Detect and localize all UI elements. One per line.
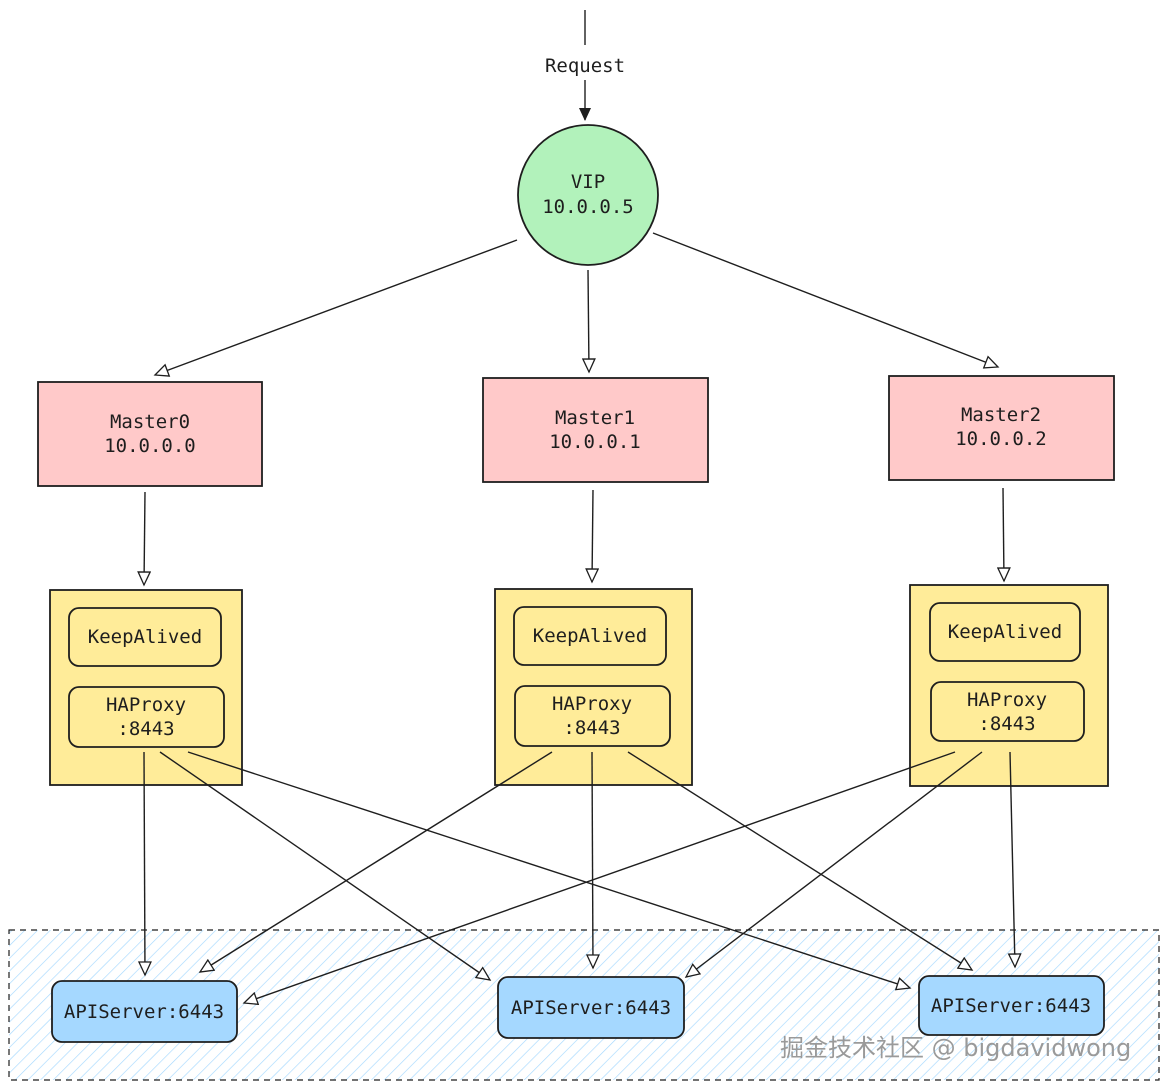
node0-keepalived: [68, 607, 222, 667]
edge-haproxy0-api1: [159, 751, 490, 980]
node2-box: KeepAlived HAProxy :8443: [909, 584, 1109, 787]
edge-master2-node2: [1003, 487, 1004, 581]
master1-box: Master1 10.0.0.1: [482, 377, 709, 483]
node2-keepalived: [929, 602, 1081, 662]
vip-node: VIP 10.0.0.5: [517, 124, 659, 266]
node0-haproxy-name: HAProxy: [106, 694, 186, 716]
node2-haproxy-name: HAProxy: [967, 689, 1047, 711]
watermark: 掘金技术社区 @ bigdavidwong: [780, 1034, 1132, 1062]
edge-haproxy2-api1: [686, 751, 983, 977]
request-label: Request: [545, 55, 625, 77]
edge-haproxy0-api2: [187, 751, 910, 988]
edge-vip-master2: [652, 232, 998, 367]
apiserver2-label: APIServer:6443: [931, 995, 1091, 1017]
apiserver1-label: APIServer:6443: [511, 997, 671, 1019]
edge-master1-node1: [592, 489, 593, 582]
apiserver1-box: APIServer:6443: [497, 976, 685, 1039]
master2-box: Master2 10.0.0.2: [888, 375, 1115, 481]
master0-name: Master0: [110, 411, 190, 433]
master1-address: 10.0.0.1: [549, 431, 641, 453]
node0-haproxy: [68, 686, 225, 748]
node0-box: KeepAlived HAProxy :8443: [49, 589, 243, 786]
node1-haproxy-port: :8443: [563, 717, 620, 739]
node1-keepalived-label: KeepAlived: [533, 625, 647, 647]
edge-haproxy1-api2: [627, 751, 972, 970]
apiserver2-box: APIServer:6443: [918, 975, 1105, 1036]
edge-master0-node0: [144, 491, 145, 585]
master2-address: 10.0.0.2: [955, 428, 1047, 450]
node2-keepalived-label: KeepAlived: [948, 621, 1062, 643]
vip-address: 10.0.0.5: [542, 196, 634, 218]
vip-label: VIP: [571, 171, 605, 193]
node1-haproxy: [514, 685, 671, 747]
edge-haproxy1-api0: [200, 751, 553, 972]
edge-vip-master0: [155, 239, 518, 375]
node1-haproxy-name: HAProxy: [552, 693, 632, 715]
node0-haproxy-port: :8443: [117, 718, 174, 740]
node1-keepalived: [513, 606, 667, 666]
apiserver0-label: APIServer:6443: [64, 1001, 224, 1023]
node1-box: KeepAlived HAProxy :8443: [494, 588, 693, 786]
edge-haproxy1-api1: [592, 751, 593, 968]
edge-haproxy2-api0: [244, 751, 956, 1003]
master0-box: Master0 10.0.0.0: [37, 381, 263, 487]
edge-haproxy0-api0: [144, 751, 145, 975]
node2-haproxy: [930, 681, 1085, 742]
master0-address: 10.0.0.0: [104, 435, 196, 457]
apiserver0-box: APIServer:6443: [51, 980, 238, 1043]
node0-keepalived-label: KeepAlived: [88, 626, 202, 648]
master1-name: Master1: [555, 407, 635, 429]
edge-haproxy2-api2: [1010, 751, 1015, 967]
edge-vip-master1: [588, 269, 589, 372]
master2-name: Master2: [961, 404, 1041, 426]
node2-haproxy-port: :8443: [978, 713, 1035, 735]
